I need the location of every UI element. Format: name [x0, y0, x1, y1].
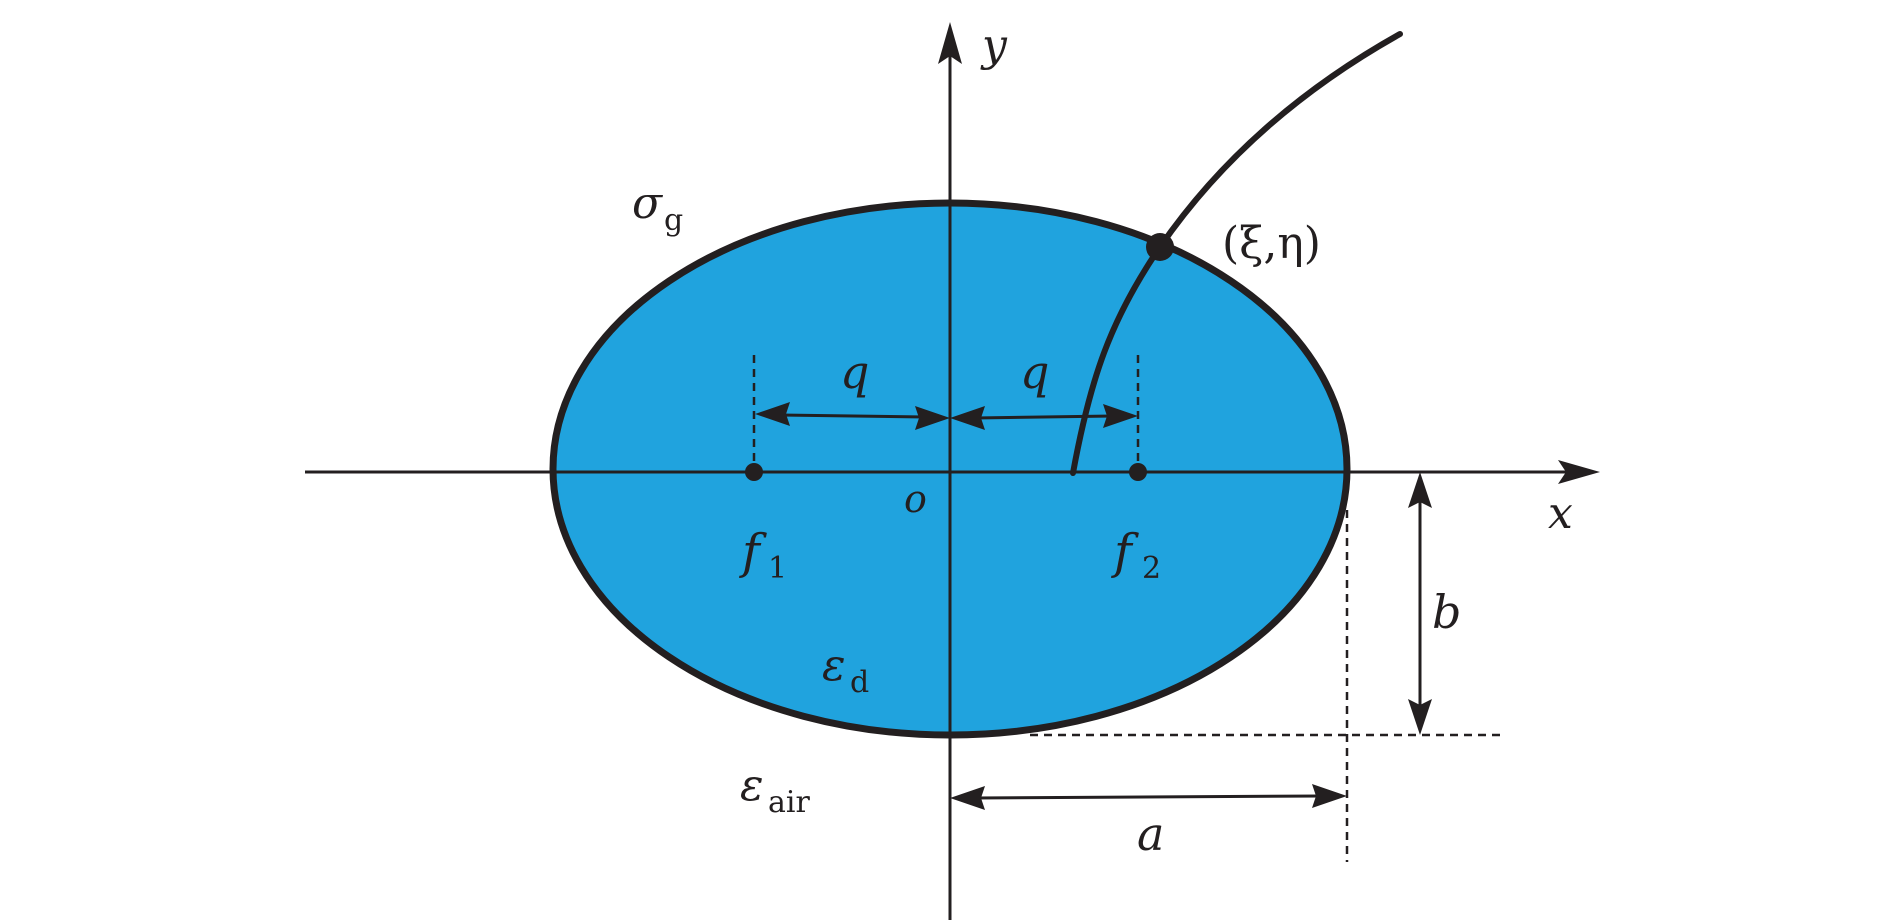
focus-2-marker — [1129, 463, 1147, 481]
epsilon-air-subscript: air — [768, 785, 810, 820]
origin-label: o — [904, 477, 927, 521]
semi-minor-label: b — [1432, 585, 1461, 639]
point-xi-eta-marker — [1146, 233, 1174, 261]
sigma-g-subscript: g — [664, 203, 683, 238]
a-arrowhead-right — [1312, 784, 1347, 808]
q-left-label: q — [840, 345, 869, 399]
b-arrowhead-bottom — [1408, 699, 1432, 735]
y-axis-arrowhead — [938, 22, 962, 64]
a-dimension-line — [974, 794, 1323, 800]
focus-1-marker — [745, 463, 763, 481]
q-right-arrowhead-right — [1103, 404, 1138, 428]
q-right-dimension — [974, 414, 1114, 420]
a-arrowhead-left — [950, 786, 985, 810]
epsilon-air-symbol: ε — [740, 760, 764, 811]
x-axis-arrowhead — [1558, 460, 1600, 484]
q-right-arrowhead-left — [950, 406, 985, 430]
focus-2-subscript: 2 — [1142, 551, 1161, 586]
epsilon-d-symbol: ε — [822, 640, 846, 691]
q-left-arrowhead-right — [915, 406, 950, 430]
x-axis-label: x — [1548, 488, 1573, 539]
sigma-g-symbol: σ — [632, 178, 664, 229]
q-right-label: q — [1020, 345, 1049, 399]
q-left-dimension — [779, 413, 926, 419]
epsilon-d-subscript: d — [850, 665, 869, 700]
q-left-arrowhead-left — [755, 402, 790, 426]
b-arrowhead-top — [1408, 472, 1432, 508]
focus-1-subscript: 1 — [768, 551, 787, 586]
semi-major-label: a — [1137, 807, 1164, 861]
y-axis-label: y — [980, 20, 1008, 71]
point-xi-eta-label: (ξ,η) — [1222, 218, 1321, 269]
